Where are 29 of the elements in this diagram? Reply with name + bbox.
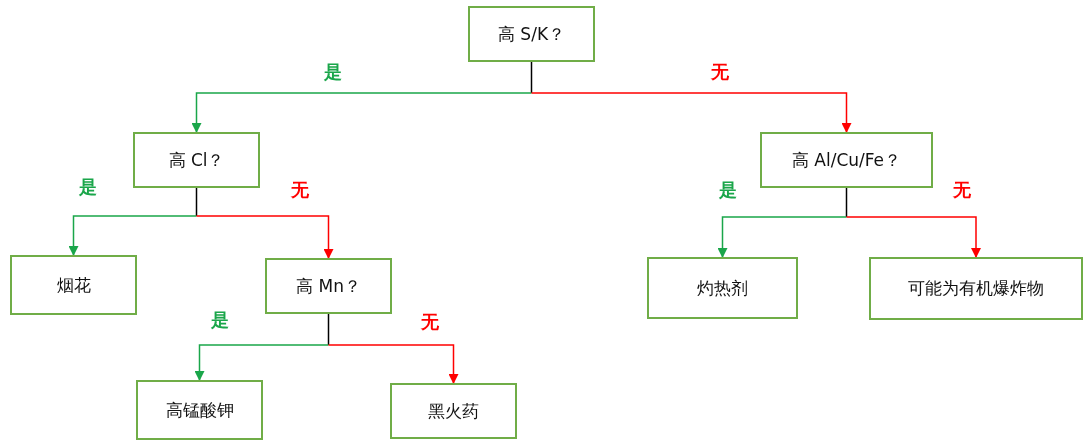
result-box: 可能为有机爆炸物 <box>869 257 1083 320</box>
edge-label: 是 <box>716 178 740 202</box>
result-box: 高锰酸钾 <box>136 380 263 440</box>
arrow <box>191 92 533 133</box>
arrow <box>327 344 459 384</box>
arrow <box>530 92 852 133</box>
edge-label: 是 <box>208 308 232 332</box>
question-box: 高 S/K？ <box>468 6 595 62</box>
arrow <box>68 215 198 256</box>
question-box: 高 Mn？ <box>265 258 392 314</box>
edge-label: 无 <box>708 60 732 84</box>
edge-label: 是 <box>321 60 345 84</box>
connector-stem <box>327 313 330 346</box>
arrow <box>195 215 334 259</box>
connector-stem <box>530 61 533 94</box>
edge-label: 无 <box>950 178 974 202</box>
result-box: 灼热剂 <box>647 257 798 319</box>
arrow <box>194 344 330 381</box>
result-box: 黑火药 <box>390 383 517 439</box>
arrow <box>717 216 848 258</box>
arrow <box>845 216 981 258</box>
result-box: 烟花 <box>10 255 137 315</box>
question-box: 高 Al/Cu/Fe？ <box>760 132 933 188</box>
connector-stem <box>195 187 198 217</box>
edge-label: 无 <box>288 178 312 202</box>
question-box: 高 Cl？ <box>133 132 260 188</box>
edge-label: 是 <box>76 175 100 199</box>
connector-stem <box>845 187 848 218</box>
edge-label: 无 <box>418 310 442 334</box>
